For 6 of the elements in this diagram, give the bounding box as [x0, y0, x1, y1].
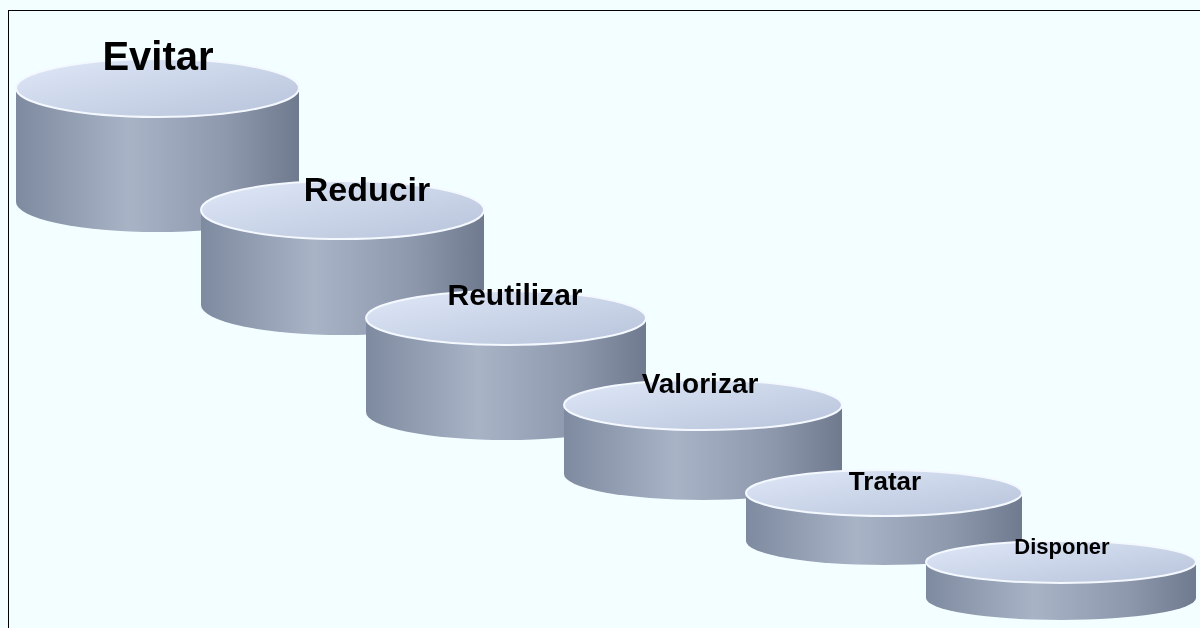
step-label: Reducir [303, 172, 431, 206]
step-label: Disponer [1014, 536, 1110, 558]
step-label: Valorizar [641, 370, 759, 398]
step-label: Reutilizar [447, 280, 583, 310]
step-label: Evitar [102, 36, 214, 76]
step-label: Tratar [848, 468, 922, 494]
